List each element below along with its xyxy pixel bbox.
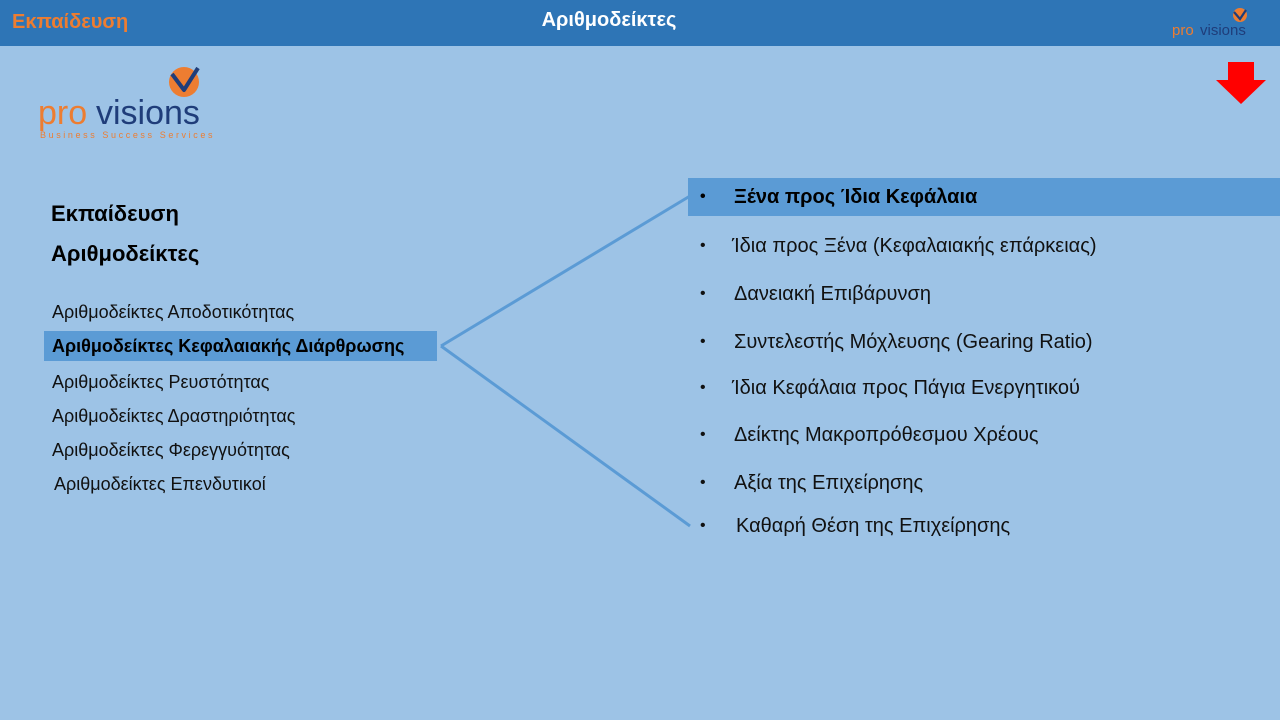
ratio-item-gearing-ratio[interactable]: • Συντελεστής Μόχλευσης (Gearing Ratio) (688, 323, 1280, 361)
sidebar-heading-training: Εκπαίδευση (51, 201, 179, 226)
bullet: • (700, 379, 706, 396)
ratio-item-equity-to-fixed-assets[interactable]: • Ίδια Κεφάλαια προς Πάγια Ενεργητικού (688, 369, 1280, 407)
bullet: • (700, 285, 706, 302)
bullet: • (700, 188, 706, 205)
main-logo: pro visions Business Success Services (38, 66, 215, 140)
topbar-section-label[interactable]: Εκπαίδευση (12, 11, 129, 33)
sidebar-item-solvency[interactable]: Αριθμοδείκτες Φερεγγυότητας (52, 440, 290, 460)
sidebar-item-activity[interactable]: Αριθμοδείκτες Δραστηριότητας (52, 406, 296, 426)
connector-line-bottom (440, 344, 691, 528)
topbar-logo-pro: pro (1172, 22, 1194, 39)
provisions-logo-mark-icon (1233, 8, 1247, 22)
logo-visions-text: visions (96, 94, 200, 132)
bullet: • (700, 474, 706, 491)
ratio-item-net-worth[interactable]: • Καθαρή Θέση της Επιχείρησης (688, 507, 1280, 545)
ratio-item-long-term-debt[interactable]: • Δείκτης Μακροπρόθεσμου Χρέους (688, 416, 1280, 454)
sidebar-item-profitability[interactable]: Αριθμοδείκτες Αποδοτικότητας (52, 302, 295, 322)
topbar-logo: pro visions (1172, 8, 1247, 39)
bullet: • (700, 517, 706, 534)
top-bar: Εκπαίδευση Αριθμοδείκτες pro visions (0, 0, 1280, 46)
ratio-label: Συντελεστής Μόχλευσης (Gearing Ratio) (734, 331, 1093, 353)
sidebar-item-liquidity[interactable]: Αριθμοδείκτες Ρευστότητας (52, 372, 270, 392)
bullet: • (700, 426, 706, 443)
topbar-title: Αριθμοδείκτες (541, 9, 677, 31)
ratio-label: Καθαρή Θέση της Επιχείρησης (736, 515, 1011, 537)
ratio-item-equity-to-debt[interactable]: • Ίδια προς Ξένα (Κεφαλαιακής επάρκειας) (688, 227, 1280, 265)
logo-tagline: Business Success Services (40, 130, 215, 140)
logo-pro-text: pro (38, 94, 87, 132)
down-arrow-icon[interactable] (1214, 60, 1268, 106)
topbar-logo-visions: visions (1200, 22, 1246, 39)
ratio-label: Ίδια Κεφάλαια προς Πάγια Ενεργητικού (732, 377, 1080, 399)
sidebar-item-capital-structure[interactable]: Αριθμοδείκτες Κεφαλαιακής Διάρθρωσης (44, 331, 437, 361)
provisions-logo-mark-icon (169, 66, 200, 97)
ratio-item-debt-to-equity[interactable]: • Ξένα προς Ίδια Κεφάλαια (688, 178, 1280, 216)
bullet: • (700, 333, 706, 350)
connector-line-top (440, 194, 691, 348)
ratio-label: Αξία της Επιχείρησης (734, 472, 924, 494)
sidebar-item-investment[interactable]: Αριθμοδείκτες Επενδυτικοί (54, 474, 266, 494)
ratio-label: Ίδια προς Ξένα (Κεφαλαιακής επάρκειας) (732, 235, 1097, 257)
ratio-item-debt-burden[interactable]: • Δανειακή Επιβάρυνση (688, 275, 1280, 313)
ratio-label: Ξένα προς Ίδια Κεφάλαια (734, 186, 978, 208)
bullet: • (700, 237, 706, 254)
sidebar-heading-ratios: Αριθμοδείκτες (51, 241, 200, 266)
ratio-label: Δανειακή Επιβάρυνση (734, 283, 931, 305)
ratio-item-enterprise-value[interactable]: • Αξία της Επιχείρησης (688, 464, 1280, 502)
ratio-label: Δείκτης Μακροπρόθεσμου Χρέους (734, 424, 1039, 446)
